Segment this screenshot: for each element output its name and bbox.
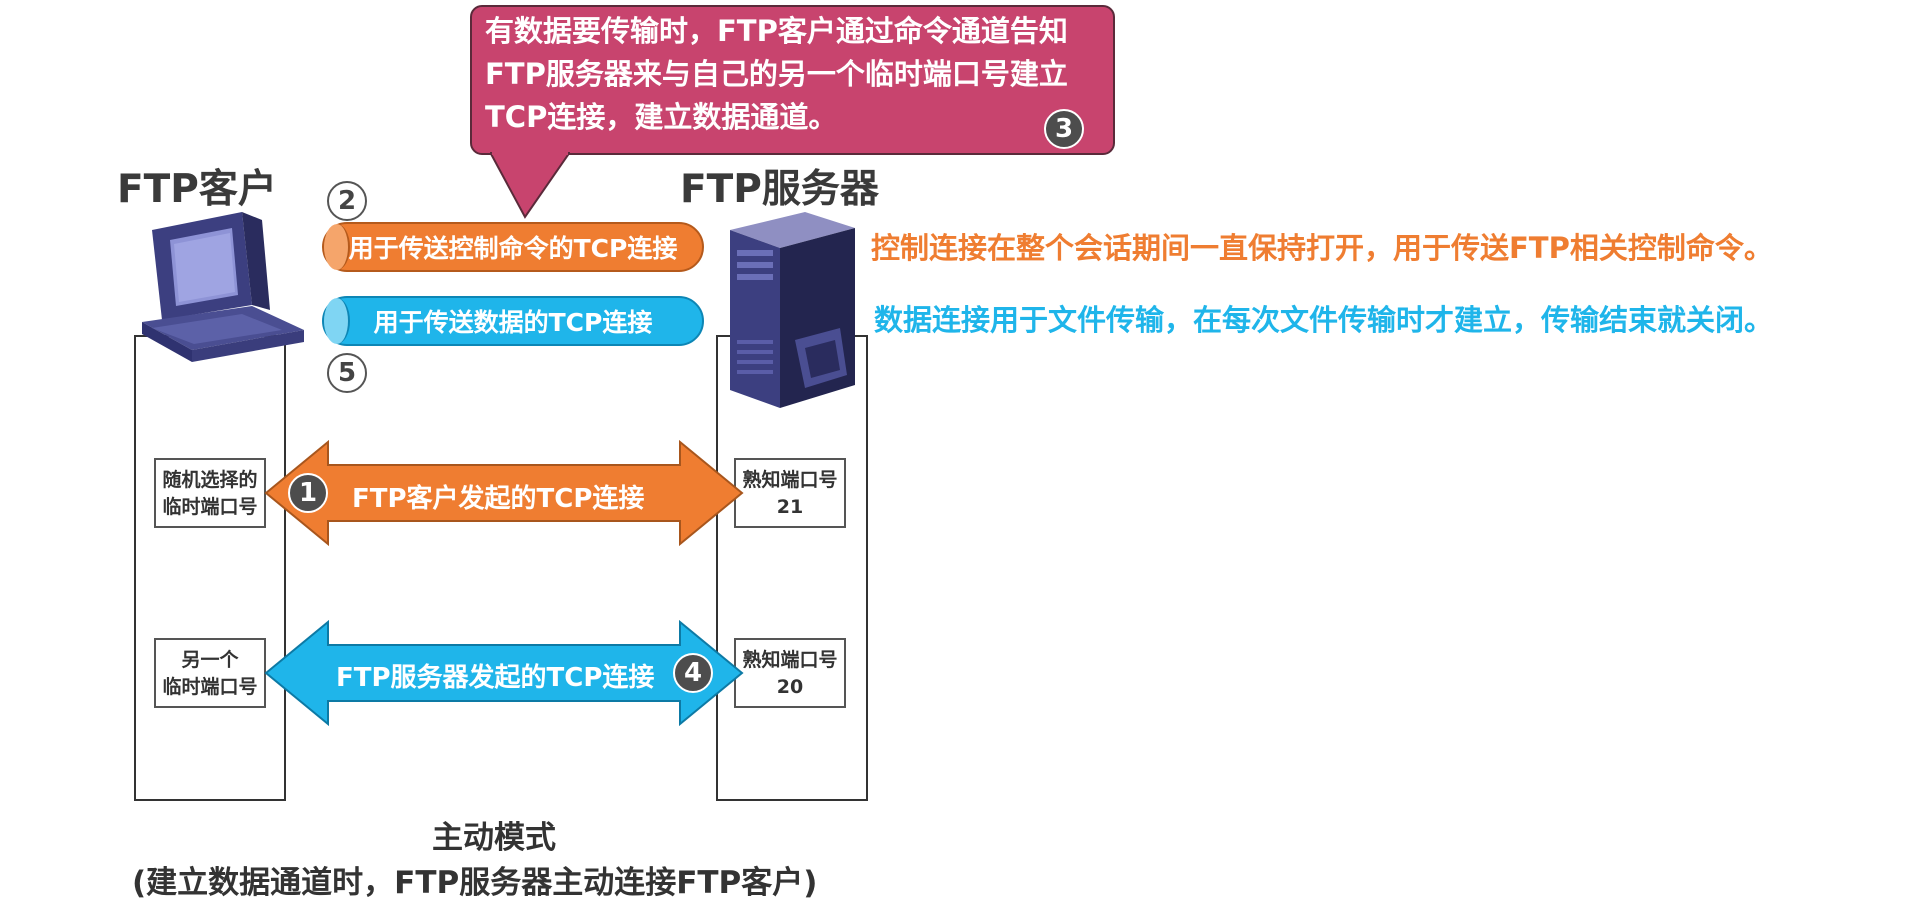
server-title: FTP服务器 xyxy=(680,167,879,212)
callout-tail xyxy=(490,152,570,219)
client-column xyxy=(134,335,286,801)
client-data-port-box: 另一个 临时端口号 xyxy=(154,638,266,708)
server-data-port-box: 熟知端口号 20 xyxy=(734,638,846,708)
callout-bubble xyxy=(470,5,1115,155)
mode-title: 主动模式 xyxy=(432,820,556,856)
server-tower-icon xyxy=(730,212,855,408)
data-pipe-label: 用于传送数据的TCP连接 xyxy=(373,308,653,337)
mode-subtitle: (建立数据通道时，FTP服务器主动连接FTP客户) xyxy=(132,865,818,901)
control-connection-pipe: 用于传送控制命令的TCP连接 xyxy=(322,222,704,272)
control-pipe-label: 用于传送控制命令的TCP连接 xyxy=(348,234,678,263)
step-4-badge: 4 xyxy=(673,653,713,693)
port-line: 临时端口号 xyxy=(162,676,258,698)
step-5-badge: 5 xyxy=(327,353,367,393)
control-connection-note: 控制连接在整个会话期间一直保持打开，用于传送FTP相关控制命令。 xyxy=(871,231,1773,265)
step-3-badge: 3 xyxy=(1044,109,1084,149)
port-line: 21 xyxy=(776,496,804,518)
server-column xyxy=(716,335,868,801)
port-line: 随机选择的 xyxy=(162,469,258,491)
data-connection-arrow xyxy=(264,620,744,726)
port-line: 临时端口号 xyxy=(162,496,258,518)
data-connection-pipe: 用于传送数据的TCP连接 xyxy=(322,296,704,346)
client-control-port-box: 随机选择的 临时端口号 xyxy=(154,458,266,528)
step-2-badge: 2 xyxy=(327,181,367,221)
port-line: 另一个 xyxy=(181,649,239,671)
pipe-end-cap xyxy=(324,224,350,270)
port-line: 熟知端口号 xyxy=(742,469,838,491)
client-title: FTP客户 xyxy=(117,167,277,212)
callout-text: 有数据要传输时，FTP客户通过命令通道告知FTP服务器来与自己的另一个临时端口号… xyxy=(485,14,1068,134)
step-1-badge: 1 xyxy=(288,473,328,513)
computer-icon xyxy=(142,212,304,362)
control-connection-arrow xyxy=(264,440,744,546)
port-line: 熟知端口号 xyxy=(742,649,838,671)
data-connection-note: 数据连接用于文件传输，在每次文件传输时才建立，传输结束就关闭。 xyxy=(874,303,1774,337)
port-line: 20 xyxy=(776,676,804,698)
data-arrow-label: FTP服务器发起的TCP连接 xyxy=(336,663,655,693)
pipe-end-cap xyxy=(324,298,350,344)
control-arrow-label: FTP客户发起的TCP连接 xyxy=(352,484,645,514)
server-control-port-box: 熟知端口号 21 xyxy=(734,458,846,528)
